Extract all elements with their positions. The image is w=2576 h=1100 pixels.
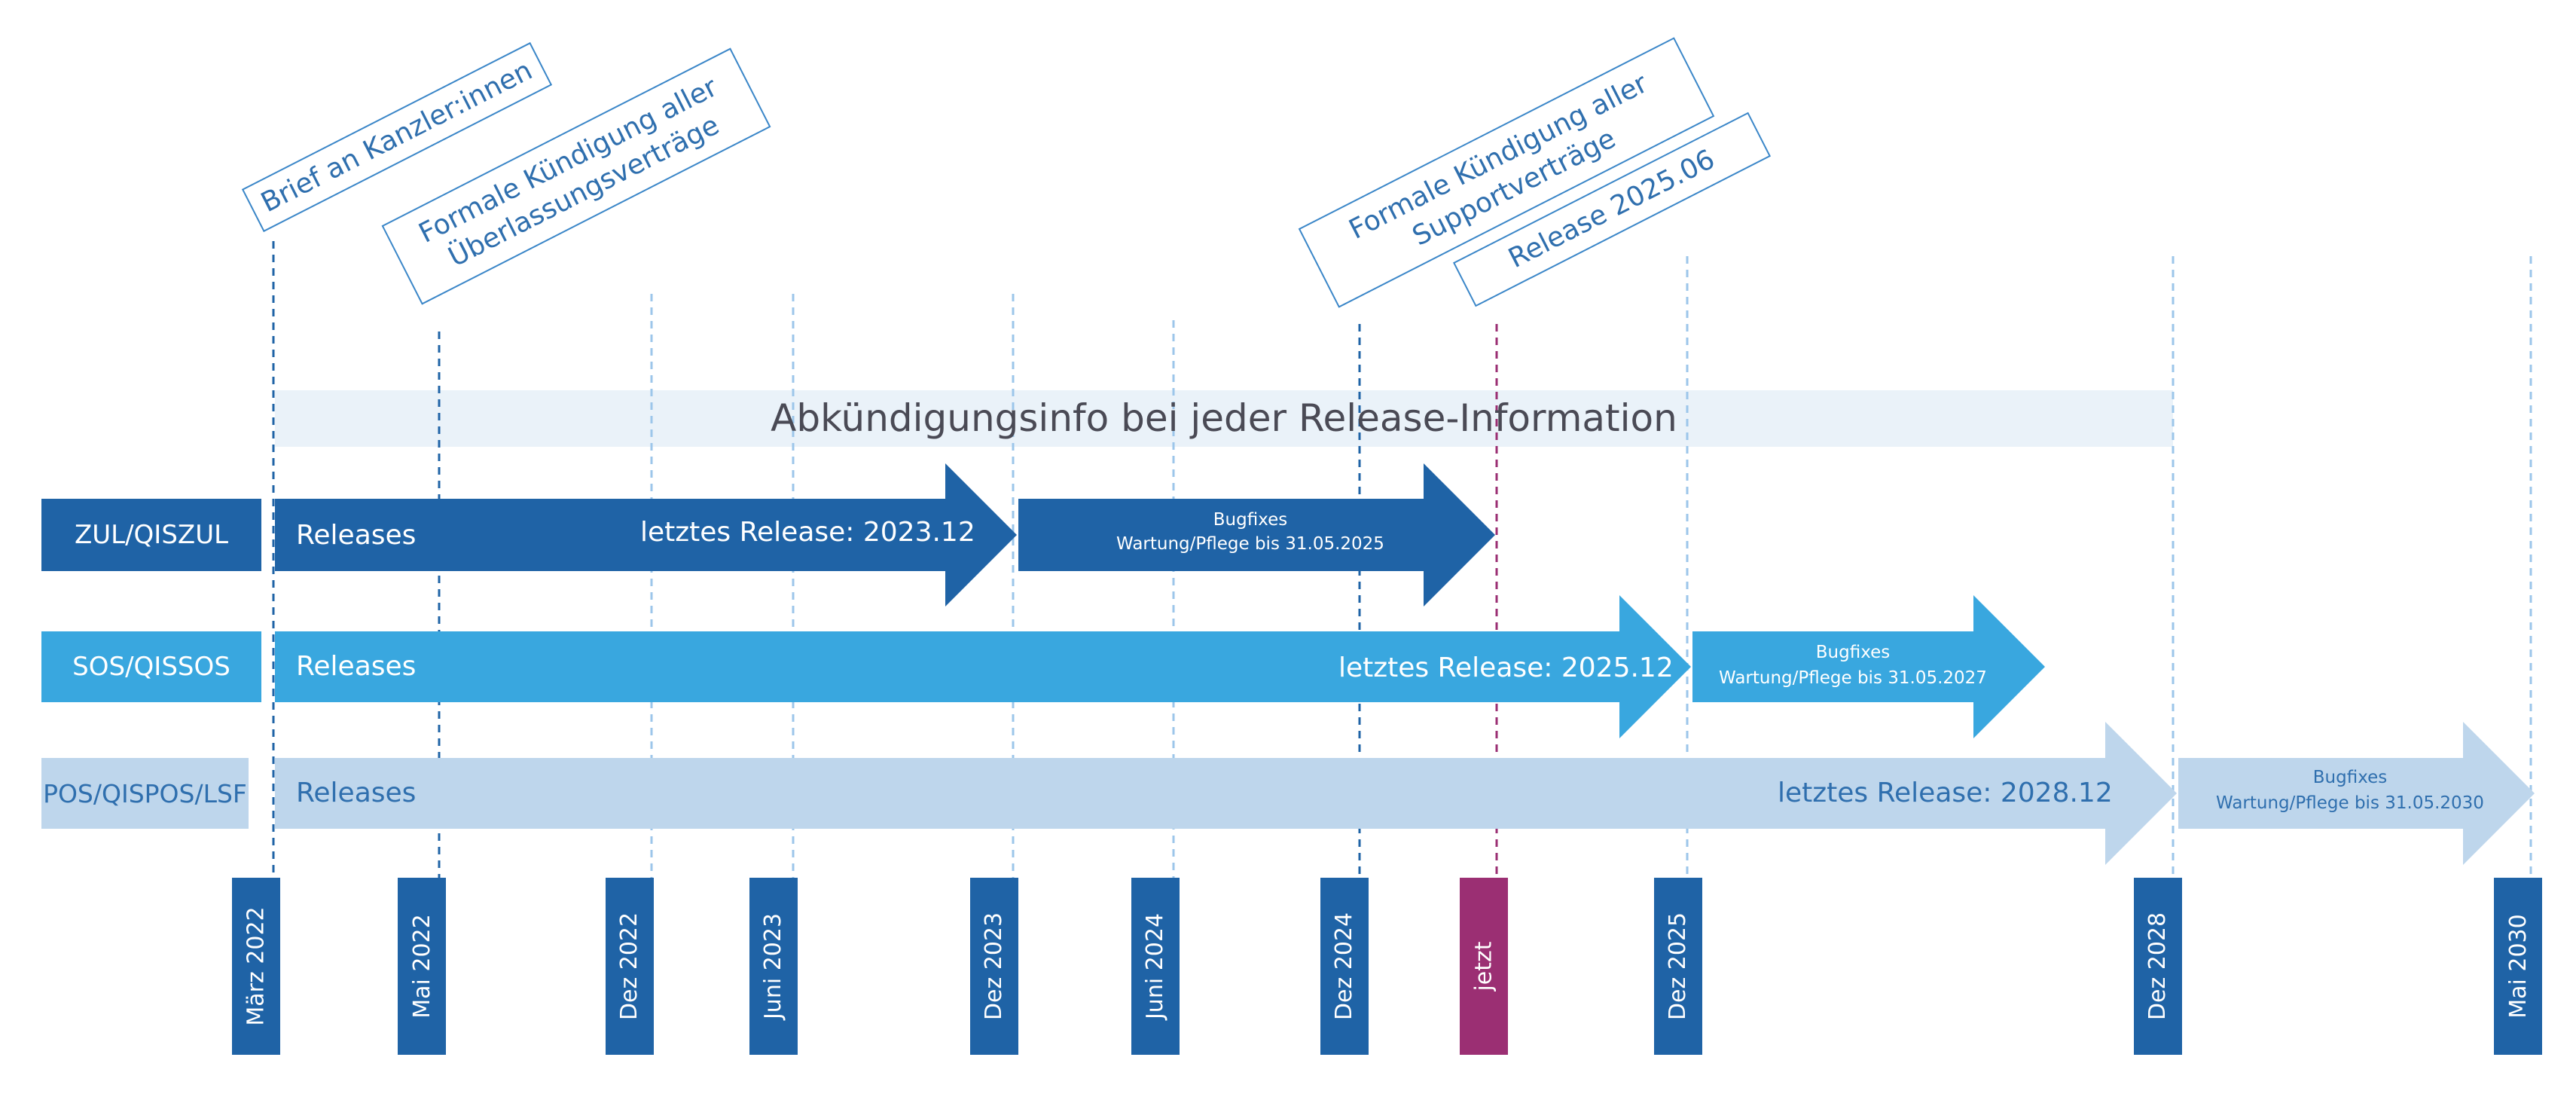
pos-bugfix-title: Bugfixes <box>2312 768 2388 787</box>
date-juni-2023: Juni 2023 <box>749 878 798 1055</box>
pos-releases-arrow <box>275 722 2177 865</box>
pos-bugfix-maintenance: Wartung/Pflege bis 31.05.2030 <box>2216 793 2484 813</box>
sos-releases-arrow <box>275 595 1691 738</box>
date-mai-2022: Mai 2022 <box>398 878 446 1055</box>
pos-bugfix-arrow <box>2178 722 2535 865</box>
sos-bugfix-maintenance: Wartung/Pflege bis 31.05.2027 <box>1719 668 1987 688</box>
date-label-dez-2022: Dez 2022 <box>616 912 643 1021</box>
date-dez-2024: Dez 2024 <box>1320 878 1369 1055</box>
date-label-dez-2028: Dez 2028 <box>2144 912 2172 1021</box>
guide-lines <box>272 241 2532 878</box>
zul-releases-arrow <box>275 463 1017 607</box>
zul-releases-text: Releases <box>296 520 417 551</box>
date-dez-2022: Dez 2022 <box>606 878 654 1055</box>
date-label-dez-2024: Dez 2024 <box>1331 912 1358 1021</box>
sos-last-release-text: letztes Release: 2025.12 <box>1338 652 1674 683</box>
date-label-juni-2023: Juni 2023 <box>760 912 787 1020</box>
date-label-dez-2025: Dez 2025 <box>1665 912 1692 1021</box>
date-jetzt: jetzt <box>1460 878 1508 1055</box>
date-dez-2025: Dez 2025 <box>1654 878 1702 1055</box>
zul-bugfix-title: Bugfixes <box>1213 510 1288 530</box>
date-dez-2028: Dez 2028 <box>2134 878 2182 1055</box>
sos-releases-text: Releases <box>296 651 417 682</box>
date-label-maerz-2022: März 2022 <box>243 906 270 1026</box>
date-label-mai-2030: Mai 2030 <box>2504 914 2532 1019</box>
date-maerz-2022: März 2022 <box>232 878 280 1055</box>
date-label-mai-2022: Mai 2022 <box>408 914 435 1019</box>
date-label-jetzt: jetzt <box>1470 941 1497 992</box>
date-juni-2024: Juni 2024 <box>1131 878 1180 1055</box>
row-label-sos: SOS/QISSOS <box>41 631 261 702</box>
sos-bugfix-title: Bugfixes <box>1815 643 1891 662</box>
banner-text: Abkündigungsinfo bei jeder Release-Infor… <box>771 396 1677 440</box>
pos-releases-text: Releases <box>296 778 417 808</box>
zul-last-release-text: letztes Release: 2023.12 <box>640 517 975 548</box>
row-label-pos: POS/QISPOS/LSF <box>41 758 249 829</box>
banner-background <box>275 390 2173 447</box>
date-label-dez-2023: Dez 2023 <box>981 912 1008 1021</box>
zul-bugfix-maintenance: Wartung/Pflege bis 31.05.2025 <box>1116 534 1384 554</box>
pos-last-release-text: letztes Release: 2028.12 <box>1778 778 2113 808</box>
date-mai-2030: Mai 2030 <box>2494 878 2542 1055</box>
row-label-zul: ZUL/QISZUL <box>41 499 261 571</box>
sos-bugfix-arrow <box>1692 595 2045 738</box>
zul-bugfix-arrow <box>1018 463 1495 607</box>
date-dez-2023: Dez 2023 <box>970 878 1018 1055</box>
date-label-juni-2024: Juni 2024 <box>1142 912 1169 1020</box>
